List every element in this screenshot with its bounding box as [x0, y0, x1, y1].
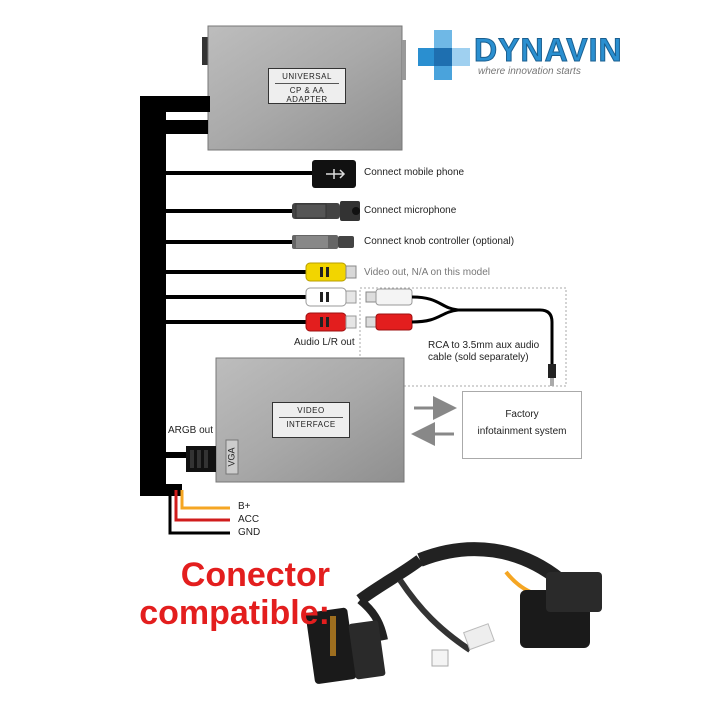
- label-connect-microphone: Connect microphone: [364, 205, 457, 216]
- label-rca-cable-line2: cable (sold separately): [428, 352, 529, 363]
- compatible-connector-title: Conector compatible:: [100, 556, 330, 632]
- argb-connector: [166, 446, 216, 472]
- label-audio-out: Audio L/R out: [294, 337, 355, 348]
- factory-infotainment-box: Factory infotainment system: [462, 391, 582, 459]
- factory-line1: Factory: [505, 409, 539, 420]
- label-video-out: Video out, N/A on this model: [364, 267, 491, 278]
- adapter-label-line1: UNIVERSAL: [282, 72, 332, 81]
- logo-wordmark: DYNAVIN: [474, 32, 623, 69]
- video-interface-line2: INTERFACE: [286, 420, 336, 429]
- factory-line2: infotainment system: [477, 426, 567, 437]
- label-acc: ACC: [238, 514, 260, 525]
- logo-cross-icon: [418, 30, 470, 80]
- rca-cable-plugs: [365, 288, 556, 386]
- knob-connector: [292, 235, 354, 249]
- label-connect-mobile-phone: Connect mobile phone: [364, 167, 465, 178]
- harness-photo: [305, 542, 602, 684]
- logo-slogan: where innovation starts: [478, 66, 581, 77]
- title-line1: Conector: [180, 556, 330, 594]
- label-connect-knob: Connect knob controller (optional): [364, 236, 515, 247]
- dynavin-logo: DYNAVIN where innovation starts: [416, 28, 626, 84]
- mic-connector: [292, 201, 360, 221]
- rca-yellow: [305, 262, 357, 282]
- video-interface-line1: VIDEO: [297, 406, 325, 415]
- rca-white: [305, 287, 357, 307]
- label-gnd: GND: [238, 527, 261, 538]
- label-b-plus: B+: [238, 501, 251, 512]
- adapter-label: UNIVERSAL CP & AA ADAPTER: [268, 68, 346, 104]
- branch-wires: [166, 171, 312, 324]
- usb-connector: [312, 160, 356, 188]
- label-rca-cable-line1: RCA to 3.5mm aux audio: [428, 340, 540, 351]
- vga-label: VGA: [226, 447, 237, 467]
- adapter-label-line2: CP & AA ADAPTER: [286, 86, 328, 104]
- video-interface-label: VIDEO INTERFACE: [272, 402, 350, 438]
- power-wires: [168, 490, 230, 535]
- title-line2: compatible:: [139, 594, 330, 632]
- label-argb-out: ARGB out: [168, 425, 214, 436]
- rca-red: [305, 312, 357, 332]
